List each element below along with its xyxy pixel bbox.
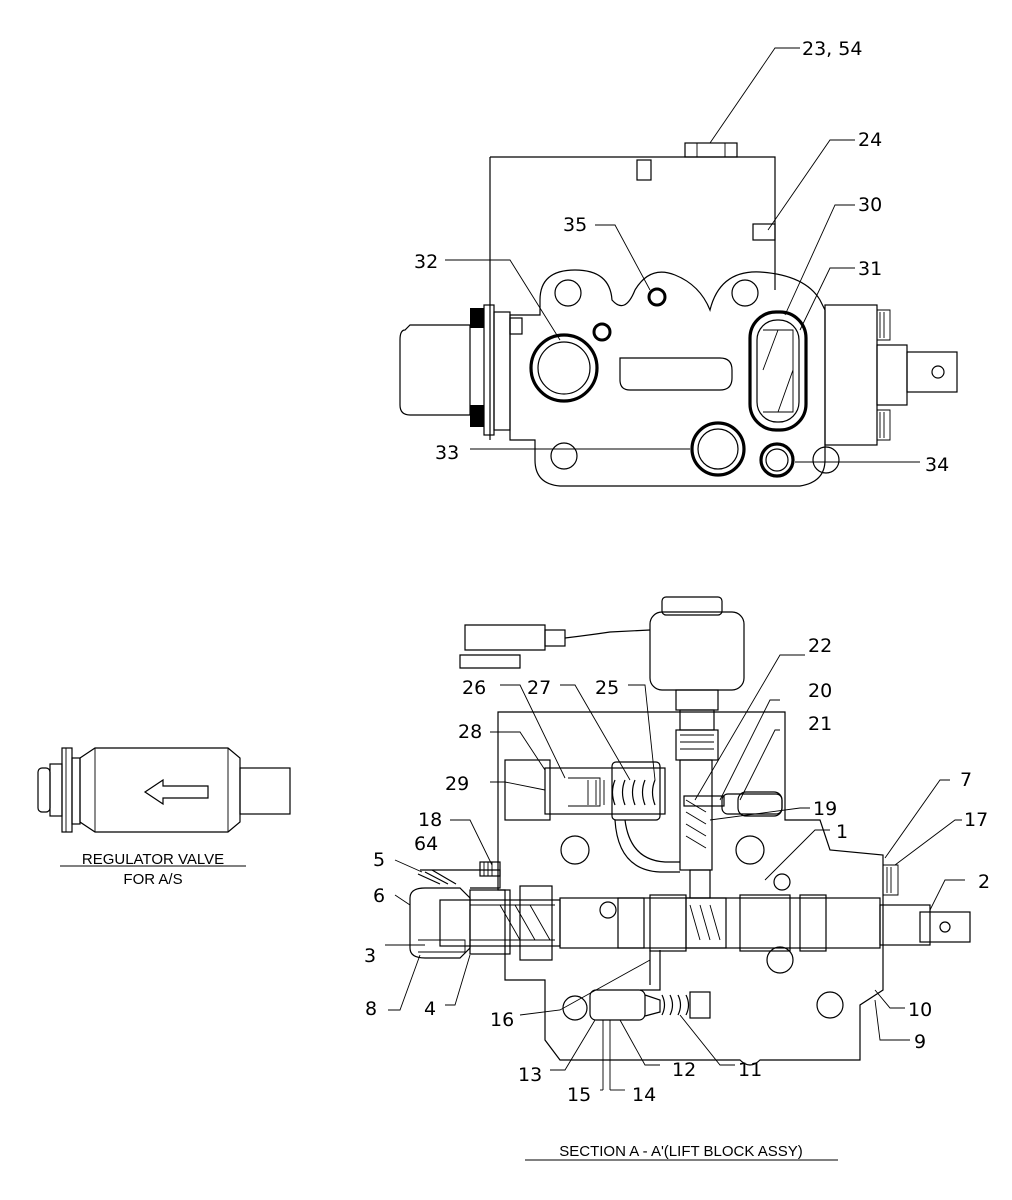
callout-34: 34 [925, 454, 949, 476]
callout-10: 10 [908, 999, 932, 1021]
callout-16: 16 [490, 1009, 514, 1031]
callout-22: 22 [808, 635, 832, 657]
callout-27: 27 [527, 677, 551, 699]
callout-13: 13 [518, 1064, 542, 1086]
callout-25: 25 [595, 677, 619, 699]
callout-12: 12 [672, 1059, 696, 1081]
callout-24: 24 [858, 129, 882, 151]
section-caption: SECTION A - A'(LIFT BLOCK ASSY) [559, 1143, 803, 1160]
callout-21: 21 [808, 713, 832, 735]
callout-26: 26 [462, 677, 486, 699]
callout-15: 15 [567, 1084, 591, 1106]
callout-3: 3 [364, 945, 376, 967]
callout-18: 18 [418, 809, 442, 831]
callout-2: 2 [978, 871, 990, 893]
section-view-leaders [385, 654, 965, 1091]
regulator-caption-line1: REGULATOR VALVE [82, 851, 224, 868]
callout-33: 33 [435, 442, 459, 464]
top-view-labels: 23, 54 24 35 30 32 31 33 34 [414, 38, 949, 476]
callout-8: 8 [365, 998, 377, 1020]
callout-11: 11 [738, 1059, 762, 1081]
callout-19: 19 [813, 798, 837, 820]
regulator-valve-drawing [37, 747, 291, 833]
callout-5: 5 [373, 849, 385, 871]
callout-64: 64 [414, 833, 438, 855]
callout-7: 7 [960, 769, 972, 791]
callout-29: 29 [445, 773, 469, 795]
regulator-caption-line2: FOR A/S [123, 871, 182, 888]
callout-28: 28 [458, 721, 482, 743]
callout-30: 30 [858, 194, 882, 216]
top-view-valve [399, 142, 958, 487]
callout-20: 20 [808, 680, 832, 702]
callout-32: 32 [414, 251, 438, 273]
callout-31: 31 [858, 258, 882, 280]
callout-14: 14 [632, 1084, 656, 1106]
callout-9: 9 [914, 1031, 926, 1053]
section-view-valve [409, 596, 971, 1090]
callout-1: 1 [836, 821, 848, 843]
callout-17: 17 [964, 809, 988, 831]
top-view-leaders [445, 47, 920, 463]
callout-6: 6 [373, 885, 385, 907]
section-view-labels: 22 26 27 25 20 28 21 29 19 18 64 1 7 17 … [364, 635, 990, 1106]
callout-4: 4 [424, 998, 436, 1020]
callout-23-54: 23, 54 [802, 38, 862, 60]
callout-35: 35 [563, 214, 587, 236]
